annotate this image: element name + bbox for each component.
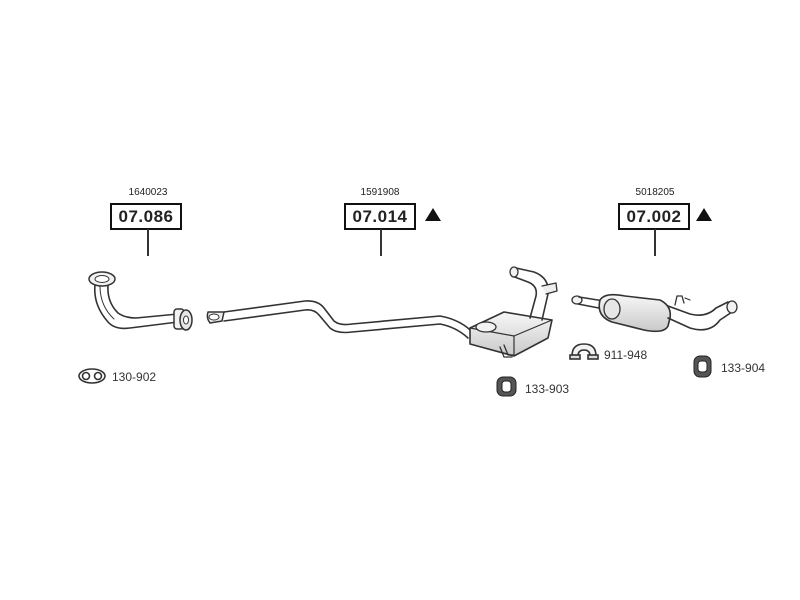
clamp-icon[interactable]	[569, 343, 599, 360]
oe-number-rear-silencer: 5018205	[635, 187, 675, 198]
leader-line-middle-pipe	[380, 229, 382, 256]
leader-line-rear-silencer	[654, 229, 656, 256]
oe-number-front-pipe: 1640023	[128, 187, 168, 198]
accessory-code-clamp[interactable]: 911-948	[604, 348, 648, 362]
gasket-icon[interactable]	[78, 368, 106, 384]
middle-pipe[interactable]	[206, 266, 558, 358]
rubber-mount-icon[interactable]	[693, 355, 712, 378]
accessory-code-mount[interactable]: 133-903	[525, 382, 570, 396]
warning-triangle-icon	[696, 208, 712, 221]
rear-silencer[interactable]	[571, 293, 738, 333]
oe-number-middle-pipe: 1591908	[360, 187, 400, 198]
part-number-middle-pipe[interactable]: 07.014	[344, 203, 416, 230]
accessory-code-mount[interactable]: 133-904	[721, 361, 766, 375]
warning-triangle-icon	[425, 208, 441, 221]
accessory-code-gasket[interactable]: 130-902	[112, 370, 157, 384]
rubber-mount-icon[interactable]	[496, 376, 517, 397]
part-number-rear-silencer[interactable]: 07.002	[618, 203, 690, 230]
part-number-front-pipe[interactable]: 07.086	[110, 203, 182, 230]
leader-line-front-pipe	[147, 229, 149, 256]
front-pipe[interactable]	[88, 271, 193, 331]
